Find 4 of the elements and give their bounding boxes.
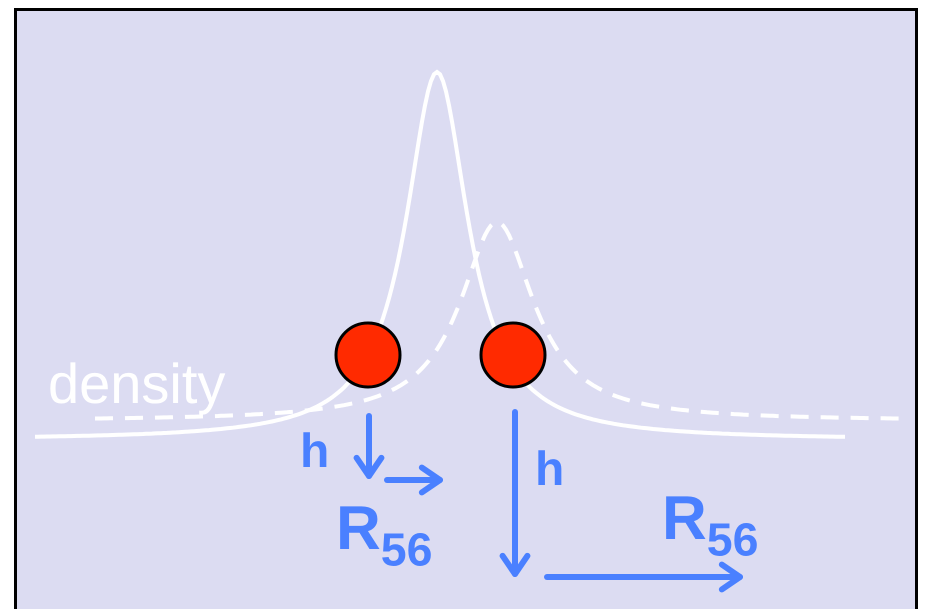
symbol-label: h bbox=[300, 428, 330, 476]
symbol-label: h bbox=[535, 446, 564, 494]
symbol-label: R$_{56}$ bbox=[336, 498, 433, 573]
symbol-label: R$_{56}$ bbox=[662, 488, 759, 563]
